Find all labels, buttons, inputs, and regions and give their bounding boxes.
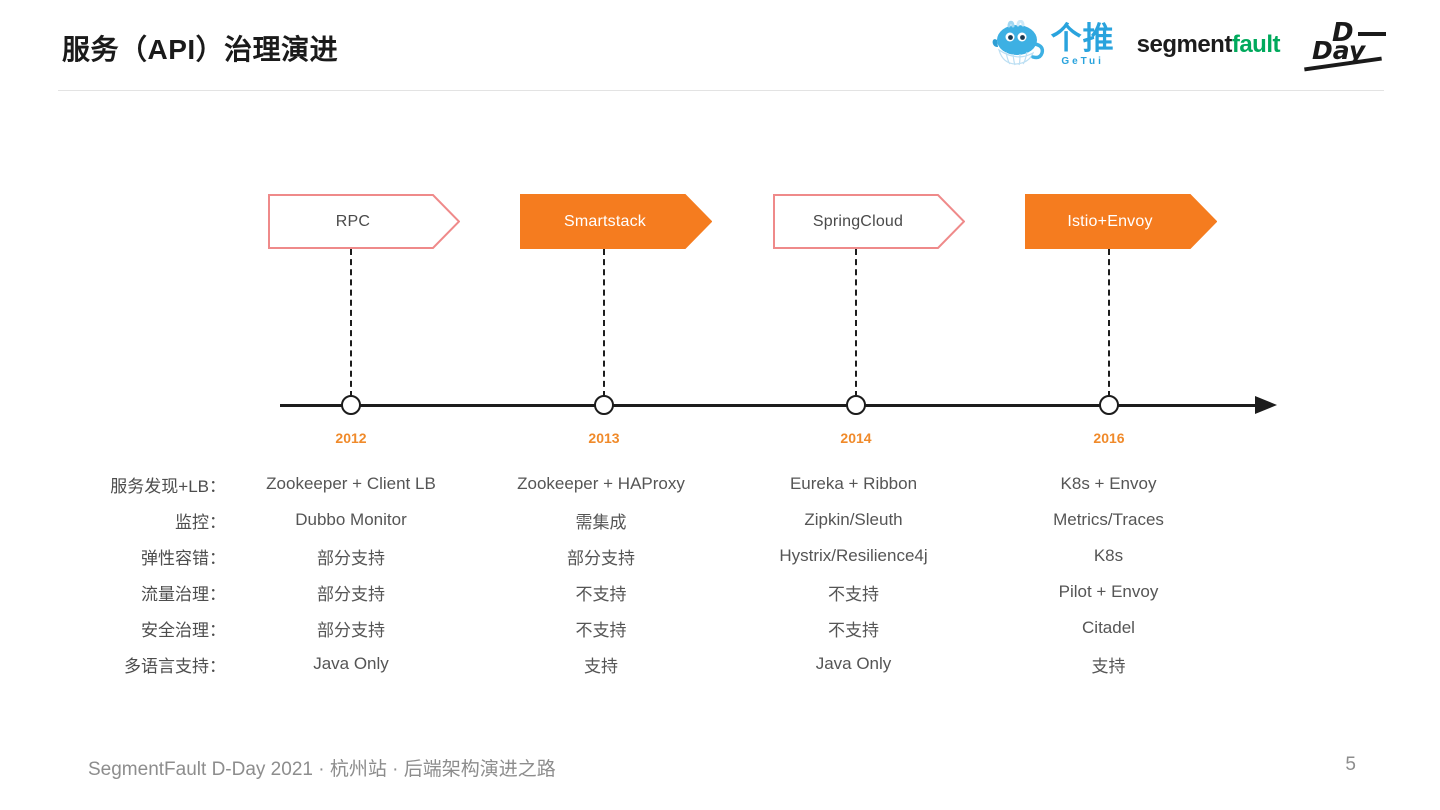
page-number: 5 — [1345, 754, 1356, 775]
timeline-node-3 — [1099, 395, 1119, 415]
timeline-arrow-icon — [1255, 396, 1277, 414]
cell-5-0: Java Only — [313, 654, 389, 673]
cell-1-3: Metrics/Traces — [1053, 510, 1164, 529]
cell-4-0: 部分支持 — [317, 620, 385, 640]
dday-logo-top: D — [1332, 18, 1354, 48]
chevron-shape-icon — [1025, 194, 1217, 249]
milestone-label-0: RPC — [335, 212, 371, 230]
slide-header: 服务（API）治理演进 个推 — [0, 0, 1440, 91]
segmentfault-logo: segmentfault — [1136, 31, 1281, 59]
slide-footer: SegmentFault D-Day 2021 · 杭州站 · 后端架构演进之路… — [0, 740, 1440, 810]
cell-2-2: Hystrix/Resilience4j — [779, 546, 928, 565]
chevron-shape-icon — [268, 194, 460, 249]
getui-logo: 个推 GeTui — [991, 16, 1115, 74]
getui-cn-label: 个推 — [1050, 21, 1115, 56]
cell-5-1: 支持 — [584, 656, 618, 676]
cell-3-3: Pilot + Envoy — [1058, 582, 1159, 601]
segmentfault-logo-part2: fault — [1231, 31, 1281, 58]
timeline-year-3: 2016 — [1093, 430, 1125, 446]
cell-4-1: 不支持 — [575, 620, 627, 640]
timeline-year-1: 2013 — [588, 430, 620, 446]
cell-2-0: 部分支持 — [317, 548, 385, 568]
table-row: 服务发现+LB： Zookeeper + Client LB Zookeeper… — [60, 466, 1380, 502]
footer-caption: SegmentFault D-Day 2021 · 杭州站 · 后端架构演进之路 — [88, 759, 556, 780]
timeline-node-0 — [341, 395, 361, 415]
whale-icon — [991, 19, 1045, 71]
milestone-label-2: SpringCloud — [812, 212, 904, 230]
milestone-chevron-2: SpringCloud — [773, 194, 965, 249]
dday-logo: D Day — [1302, 18, 1388, 72]
segmentfault-logo-part1: segment — [1136, 31, 1233, 58]
cell-0-1: Zookeeper + HAProxy — [517, 474, 685, 493]
milestone-chevron-0: RPC — [268, 194, 460, 249]
row-label-0: 服务发现+LB： — [110, 476, 226, 496]
header-logo-group: 个推 GeTui segmentfault D Day — [991, 14, 1388, 76]
cell-5-2: Java Only — [815, 654, 892, 673]
header-divider — [58, 90, 1384, 91]
cell-1-1: 需集成 — [575, 512, 627, 532]
cell-0-3: K8s + Envoy — [1060, 474, 1157, 493]
cell-1-2: Zipkin/Sleuth — [804, 510, 903, 529]
cell-3-0: 部分支持 — [317, 584, 385, 604]
chevron-shape-icon — [773, 194, 965, 249]
timeline-axis — [280, 404, 1260, 407]
cell-3-1: 不支持 — [575, 584, 627, 604]
timeline-year-2: 2014 — [840, 430, 872, 446]
row-label-1: 监控： — [175, 512, 226, 532]
cell-2-3: K8s — [1093, 546, 1124, 565]
cell-1-0: Dubbo Monitor — [295, 510, 407, 529]
timeline-year-0: 2012 — [335, 430, 367, 446]
milestone-label-3: Istio+Envoy — [1067, 212, 1153, 230]
milestone-chevron-1: Smartstack — [520, 194, 712, 249]
row-label-3: 流量治理： — [141, 584, 226, 604]
table-row: 监控： Dubbo Monitor 需集成 Zipkin/Sleuth Metr… — [60, 502, 1380, 538]
cell-4-2: 不支持 — [828, 620, 879, 640]
milestone-connector-2 — [855, 249, 857, 397]
table-row: 流量治理： 部分支持 不支持 不支持 Pilot + Envoy — [60, 574, 1380, 610]
cell-4-3: Citadel — [1082, 618, 1135, 637]
getui-wordmark: 个推 GeTui — [1051, 23, 1115, 67]
row-label-4: 安全治理： — [141, 620, 226, 640]
cell-0-0: Zookeeper + Client LB — [266, 474, 436, 493]
timeline-node-2 — [846, 395, 866, 415]
getui-en-label: GeTui — [1061, 56, 1104, 67]
chevron-shape-icon — [520, 194, 712, 249]
page-title: 服务（API）治理演进 — [62, 34, 339, 65]
milestone-connector-3 — [1108, 249, 1110, 397]
cell-0-2: Eureka + Ribbon — [789, 474, 918, 493]
table-row: 弹性容错： 部分支持 部分支持 Hystrix/Resilience4j K8s — [60, 538, 1380, 574]
comparison-matrix: 服务发现+LB： Zookeeper + Client LB Zookeeper… — [60, 466, 1380, 682]
milestone-connector-0 — [350, 249, 352, 397]
milestone-chevron-3: Istio+Envoy — [1025, 194, 1217, 249]
dday-bar-top-icon — [1358, 32, 1386, 36]
table-row: 安全治理： 部分支持 不支持 不支持 Citadel — [60, 610, 1380, 646]
cell-2-1: 部分支持 — [567, 548, 635, 568]
milestone-connector-1 — [603, 249, 605, 397]
cell-5-3: 支持 — [1091, 656, 1126, 676]
table-row: 多语言支持： Java Only 支持 Java Only 支持 — [60, 646, 1380, 682]
cell-3-2: 不支持 — [828, 584, 879, 604]
milestone-label-1: Smartstack — [563, 212, 646, 230]
row-label-2: 弹性容错： — [141, 548, 226, 568]
timeline-node-1 — [594, 395, 614, 415]
row-label-5: 多语言支持： — [124, 656, 226, 676]
